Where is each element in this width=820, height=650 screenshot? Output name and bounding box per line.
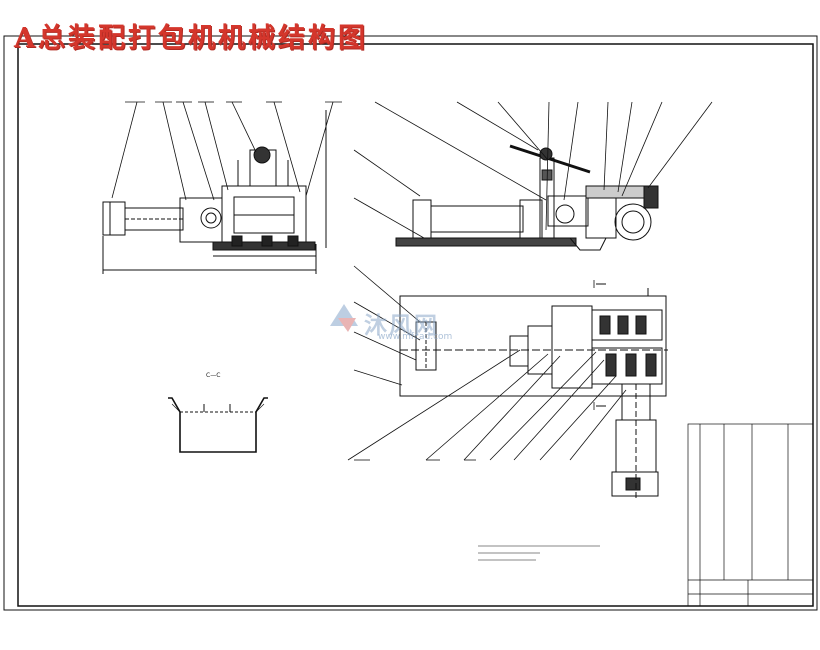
section-view (168, 397, 268, 453)
watermark-text: 沐风网 (364, 313, 439, 339)
parts-list (687, 423, 814, 607)
leaders-plan (347, 265, 627, 461)
side-view (395, 144, 659, 251)
section-label: C—C (206, 372, 221, 379)
outer-border (3, 35, 818, 611)
leaders-front (111, 101, 342, 201)
watermark-url: www.mfcad.com (378, 332, 453, 342)
leaders-side (353, 101, 713, 239)
notes-lines (478, 545, 600, 561)
inner-border (17, 43, 814, 607)
watermark-logo-icon (330, 304, 358, 332)
drawing-title: A总装配打包机机械结构图 (14, 23, 368, 54)
watermark: 沐风网 (364, 306, 439, 340)
plan-view (399, 283, 668, 500)
front-view (102, 110, 327, 274)
